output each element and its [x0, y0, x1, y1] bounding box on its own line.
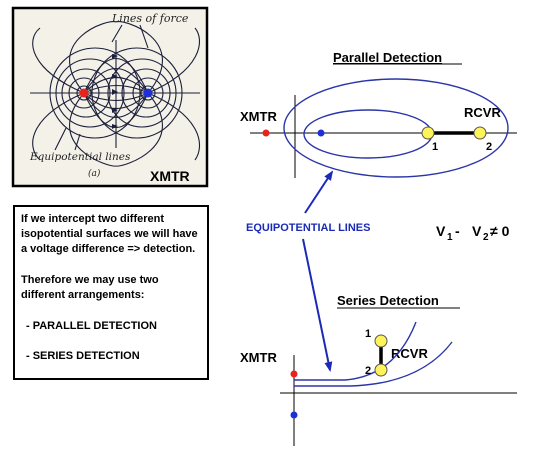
arrow-to-series [302, 238, 333, 372]
figure-sub-label: (a) [88, 168, 101, 179]
v2-symbol: V [472, 223, 482, 239]
textbox-line: - SERIES DETECTION [26, 350, 140, 362]
textbox-line: Therefore we may use two [21, 274, 159, 286]
minus-sign: - [455, 223, 460, 239]
series-outer-equipotential-curve [294, 341, 453, 387]
series-rcvr-label: RCVR [391, 346, 428, 361]
outer-equipotential-curve [283, 78, 509, 178]
series-detection-diagram: Series Detection XMTR RCVR 1 2 [240, 293, 517, 446]
arrow-to-parallel [304, 170, 334, 214]
negative-electrode [143, 88, 153, 98]
figure-xmtr-label: XMTR [150, 168, 190, 184]
textbox-line: If we intercept two different [21, 213, 164, 225]
textbox-line: a voltage difference => detection. [21, 243, 195, 255]
equipotential-lines-callout-label: EQUIPOTENTIAL LINES [246, 222, 370, 234]
parallel-rcvr-label: RCVR [464, 105, 501, 120]
not-equal-zero: ≠ 0 [490, 223, 510, 239]
parallel-xmtr-positive-electrode [262, 129, 270, 137]
parallel-detection-title: Parallel Detection [333, 50, 442, 65]
parallel-node-2-label: 2 [486, 141, 492, 153]
dipole-field-figure: Lines of force Equipotential lines (a) X… [11, 6, 209, 188]
v1-subscript: 1 [447, 232, 453, 243]
positive-electrode [79, 88, 89, 98]
parallel-node-2 [473, 126, 487, 140]
parallel-xmtr-label: XMTR [240, 109, 277, 124]
v1-symbol: V [436, 223, 446, 239]
explanation-textbox: If we intercept two different isopotenti… [13, 205, 209, 380]
series-xmtr-positive-electrode [290, 370, 298, 378]
parallel-node-1-label: 1 [432, 141, 438, 153]
textbox-frame [13, 205, 209, 380]
series-node-1 [374, 334, 388, 348]
textbox-line: isopotential surfaces we will have [21, 228, 198, 240]
series-xmtr-label: XMTR [240, 350, 277, 365]
parallel-node-1 [421, 126, 435, 140]
v2-subscript: 2 [483, 232, 489, 243]
voltage-equation: V 1 - V 2 ≠ 0 [436, 223, 510, 243]
equipotential-lines-label: Equipotential lines [29, 151, 131, 163]
series-node-1-label: 1 [365, 328, 371, 340]
series-node-2-label: 2 [365, 365, 371, 377]
lines-of-force-label: Lines of force [111, 12, 189, 25]
series-node-2 [374, 363, 388, 377]
series-detection-title: Series Detection [337, 293, 439, 308]
parallel-detection-diagram: Parallel Detection XMTR RCVR 1 2 [240, 50, 517, 178]
parallel-xmtr-negative-electrode [317, 129, 325, 137]
series-xmtr-negative-electrode [290, 411, 298, 419]
textbox-line: different arrangements: [21, 289, 144, 301]
textbox-line: - PARALLEL DETECTION [26, 320, 157, 332]
equipotential-callout: EQUIPOTENTIAL LINES [246, 170, 370, 372]
